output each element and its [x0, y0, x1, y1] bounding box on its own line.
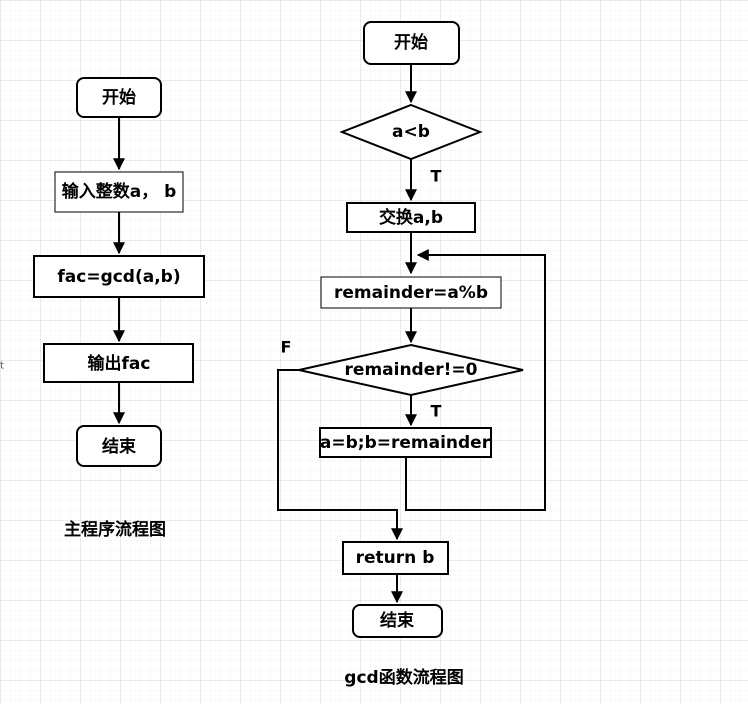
gcd-swap-label: 交换a,b — [379, 207, 443, 228]
main-compute-label: fac=gcd(a,b) — [57, 267, 180, 287]
gcd-return-node[interactable] — [342, 541, 449, 575]
gcd-false-label: F — [281, 338, 292, 357]
gcd-return-label: return b — [356, 548, 435, 568]
main-flowchart-caption: 主程序流程图 — [64, 519, 166, 540]
gcd-edge-false-return — [277, 369, 403, 541]
main-start-label: 开始 — [102, 87, 136, 108]
stray-mark: t — [0, 361, 4, 372]
gcd-edge-loop-back — [405, 249, 546, 511]
main-output-node[interactable] — [43, 343, 194, 383]
gcd-end-label: 结束 — [380, 610, 414, 631]
gcd-true-label-2: T — [431, 402, 442, 421]
gcd-update-node[interactable] — [319, 427, 492, 458]
gcd-flowchart: 开始 a<b T 交换a,b remainder=a%b remainder!=… — [277, 21, 546, 688]
main-input-label: 输入整数a， b — [62, 181, 177, 202]
gcd-remainder-label: remainder=a%b — [334, 283, 488, 303]
main-output-label: 输出fac — [88, 353, 151, 374]
gcd-start-label: 开始 — [394, 32, 428, 53]
gcd-remainder-node[interactable] — [320, 276, 502, 309]
main-end-label: 结束 — [102, 436, 136, 457]
gcd-loop-label: remainder!=0 — [345, 360, 478, 380]
gcd-true-label-1: T — [431, 167, 442, 186]
gcd-end-node[interactable] — [352, 604, 443, 638]
main-input-node[interactable] — [54, 171, 184, 213]
gcd-compare-label: a<b — [392, 122, 430, 142]
main-end-node[interactable] — [76, 425, 162, 467]
main-flowchart: 开始 输入整数a， b fac=gcd(a,b) 输出fac 结束 主程序流程图 — [33, 77, 205, 540]
gcd-update-label: a=b;b=remainder — [320, 433, 491, 453]
gcd-flowchart-caption: gcd函数流程图 — [344, 667, 463, 688]
